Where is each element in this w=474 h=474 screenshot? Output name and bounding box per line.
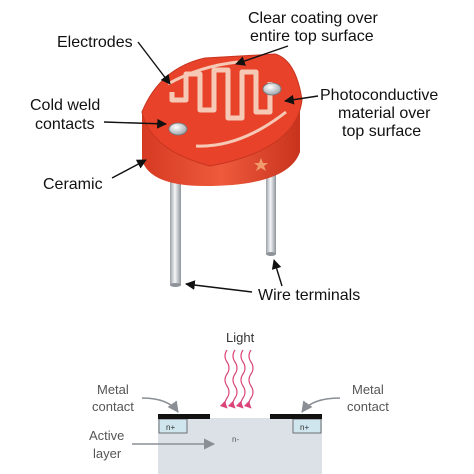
- arrow-ceramic: [111, 159, 147, 179]
- metal-contact-left: [158, 414, 210, 419]
- label-photoconductive-line1: Photoconductive: [320, 87, 438, 104]
- arrow-metal-contact-left: [141, 397, 179, 413]
- label-wire-terminals: Wire terminals: [258, 287, 360, 304]
- label-active-layer-line1: Active: [89, 428, 124, 443]
- label-cold-weld-line1: Cold weld: [30, 97, 100, 114]
- label-cold-weld-line2: contacts: [35, 116, 95, 133]
- wire-terminal-left: [170, 160, 181, 287]
- arrow-electrodes: [137, 41, 171, 85]
- semiconductor-cross-section: n+ n+ n-: [158, 414, 322, 474]
- light-rays: [219, 349, 254, 409]
- wire-terminal-right: [266, 150, 276, 256]
- label-active-layer-line2: layer: [93, 446, 122, 461]
- n-plus-label-right: n+: [300, 423, 309, 432]
- star-mark: [254, 158, 268, 171]
- arrow-cold-weld: [103, 118, 167, 129]
- metal-contact-right: [270, 414, 322, 419]
- label-metal-contact-right-line2: contact: [347, 399, 389, 414]
- arrow-clear-coating: [235, 45, 289, 66]
- label-photoconductive-line2: material over: [338, 105, 431, 122]
- label-light: Light: [226, 330, 255, 345]
- label-electrodes: Electrodes: [57, 34, 133, 51]
- n-minus-label: n-: [232, 435, 239, 444]
- label-metal-contact-left-line1: Metal: [97, 382, 129, 397]
- arrow-wire-right: [271, 259, 283, 287]
- label-metal-contact-left-line2: contact: [92, 399, 134, 414]
- arrow-wire-left: [185, 280, 253, 293]
- arrow-metal-contact-right: [301, 397, 341, 413]
- label-clear-coating-line1: Clear coating over: [248, 10, 379, 27]
- electrode-bottom: [195, 110, 287, 148]
- label-clear-coating-line2: entire top surface: [250, 28, 374, 45]
- label-ceramic: Ceramic: [43, 176, 103, 193]
- ceramic-body: [141, 53, 303, 186]
- label-metal-contact-right-line1: Metal: [352, 382, 384, 397]
- n-plus-label-left: n+: [166, 423, 175, 432]
- cold-weld-contact-right: [262, 82, 282, 96]
- cold-weld-contact-left: [168, 122, 188, 136]
- photoconductive-track: [169, 67, 273, 121]
- arrow-photoconductive: [284, 94, 319, 105]
- label-photoconductive-line3: top surface: [342, 123, 421, 140]
- electrode-left: [167, 60, 239, 86]
